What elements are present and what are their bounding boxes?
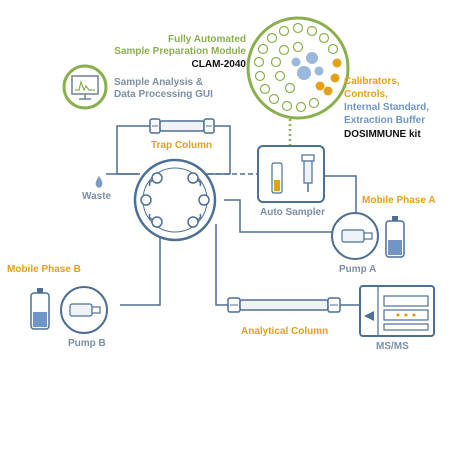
sample-plate [246,16,350,120]
trap-column [149,118,215,134]
sampler-to-pump-a-line [324,175,357,212]
msms-instrument [359,285,435,337]
valve-to-analytical-line [215,224,228,306]
msms-label: MS/MS [376,341,409,352]
reagents-kit: DOSIMMUNE kit [344,129,421,140]
bottle-a-icon [385,216,405,258]
reagents-line1: Calibrators, [344,76,400,87]
valve-to-pump-a-line [224,199,332,233]
module-title-line2: Sample Preparation Module [114,46,246,57]
reagents-line3: Internal Standard, [344,102,430,113]
gui-label-line1: Sample Analysis & [114,77,204,88]
waste-drop-icon [95,176,103,188]
waste-label: Waste [82,191,112,202]
pump-b-label: Pump B [68,338,106,349]
pump-b-icon [60,286,108,334]
auto-sampler-label: Auto Sampler [260,207,326,218]
mobile-phase-b-label: Mobile Phase B [7,264,81,275]
module-model: CLAM-2040 [191,59,246,70]
reagents-line4: Extraction Buffer [344,115,426,126]
pump-a-label: Pump A [339,264,377,275]
switching-valve [133,158,217,242]
bottle-b-icon [30,288,50,330]
analytical-column [227,297,341,313]
trap-column-label: Trap Column [151,140,213,151]
pump-a-icon [331,212,379,260]
auto-sampler [257,145,325,203]
analytical-column-label: Analytical Column [241,326,329,337]
mobile-phase-a-label: Mobile Phase A [362,195,436,206]
valve-to-pump-b-line [120,236,161,306]
reagents-line2: Controls, [344,89,388,100]
monitor-icon [62,64,108,110]
gui-label-line2: Data Processing GUI [114,89,213,100]
module-title-line1: Fully Automated [168,34,246,45]
